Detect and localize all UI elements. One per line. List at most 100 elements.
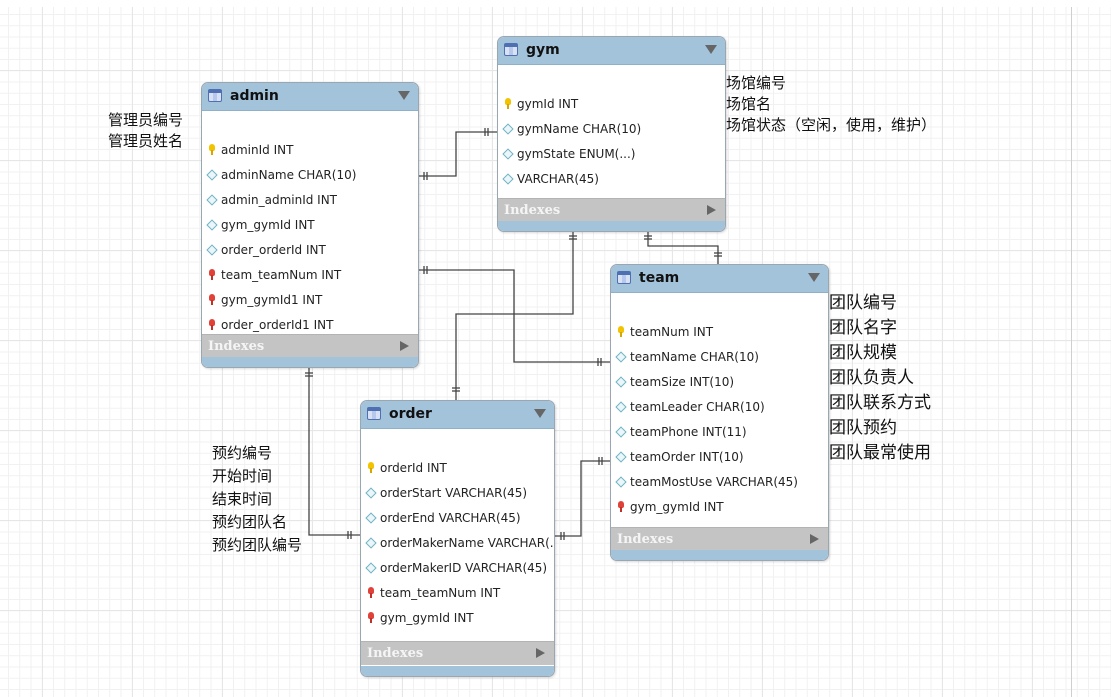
column-label: teamMostUse VARCHAR(45) [630,475,798,489]
attribute-diamond-icon [207,244,217,256]
column-row[interactable]: orderId INT [366,459,447,477]
expand-arrow-icon[interactable] [400,341,409,351]
attribute-diamond-icon [207,169,217,181]
column-label: teamSize INT(10) [630,375,735,389]
attribute-diamond-icon [503,173,513,185]
note-line: 场馆状态（空闲，使用，维护） [726,116,937,134]
column-row[interactable]: orderEnd VARCHAR(45) [366,509,521,527]
column-row[interactable]: team_teamNum INT [207,266,341,284]
column-row[interactable]: orderMakerID VARCHAR(45) [366,559,547,577]
column-label: teamName CHAR(10) [630,350,759,364]
relationship-admin-gym[interactable] [417,128,497,180]
note-admin: 管理员编号管理员姓名 [108,110,183,152]
indexes-section[interactable]: Indexes [361,641,554,665]
attribute-diamond-icon [366,512,376,524]
entity-header[interactable]: team [611,265,828,293]
expand-arrow-icon[interactable] [707,205,716,215]
indexes-label: Indexes [208,339,265,354]
entity-order[interactable]: order orderId INT orderStart VARCHAR(45) o… [360,400,555,677]
note-line: 团队最常使用 [829,443,931,463]
column-row[interactable]: orderMakerName VARCHAR(... [366,534,554,552]
note-line: 团队规模 [829,343,897,363]
column-row[interactable]: adminName CHAR(10) [207,166,356,184]
column-label: team_teamNum INT [380,586,501,600]
column-row[interactable]: gymName CHAR(10) [503,120,641,138]
collapse-arrow-icon[interactable] [398,91,410,100]
column-label: teamNum INT [630,325,714,339]
column-row[interactable]: order_orderId1 INT [207,316,333,334]
column-label: adminId INT [221,143,294,157]
expand-arrow-icon[interactable] [536,648,545,658]
note-line: 预约编号 [212,444,273,462]
entity-footer [202,357,418,367]
entity-header[interactable]: admin [202,83,418,111]
note-line: 场馆编号 [726,74,787,92]
relationship-admin-team[interactable] [417,266,610,366]
expand-arrow-icon[interactable] [810,534,819,544]
primary-key-icon [366,462,376,474]
attribute-diamond-icon [503,148,513,160]
entity-header[interactable]: order [361,401,554,429]
column-row[interactable]: teamName CHAR(10) [616,348,759,366]
entity-gym[interactable]: gym gymId INT gymName CHAR(10) gymState EN… [497,36,726,232]
attribute-diamond-icon [366,562,376,574]
attribute-diamond-icon [616,451,626,463]
column-row[interactable]: teamLeader CHAR(10) [616,398,765,416]
column-row[interactable]: teamOrder INT(10) [616,448,744,466]
column-row[interactable]: order_orderId INT [207,241,326,259]
entity-footer [498,221,725,231]
attribute-diamond-icon [207,194,217,206]
foreign-key-icon [207,269,217,281]
entity-team[interactable]: team teamNum INT teamName CHAR(10) teamSiz… [610,264,829,561]
entity-admin[interactable]: admin adminId INT adminName CHAR(10) admin… [201,82,419,368]
collapse-arrow-icon[interactable] [534,409,546,418]
column-row[interactable]: teamSize INT(10) [616,373,734,391]
column-row[interactable]: team_teamNum INT [366,584,500,602]
entity-title: team [639,270,680,286]
column-label: gym_gymId INT [380,611,474,625]
column-row[interactable]: gymId INT [503,95,578,113]
attribute-diamond-icon [616,426,626,438]
foreign-key-icon [366,587,376,599]
indexes-section[interactable]: Indexes [202,334,418,358]
attribute-diamond-icon [207,219,217,231]
column-row[interactable]: gym_gymId INT [366,609,474,627]
column-row[interactable]: VARCHAR(45) [503,170,599,188]
note-line: 管理员编号 [108,111,184,129]
entity-footer [611,550,828,560]
entity-title: admin [230,88,279,104]
foreign-key-icon [207,319,217,331]
note-line: 预约团队名 [212,513,288,531]
column-row[interactable]: orderStart VARCHAR(45) [366,484,527,502]
column-row[interactable]: teamMostUse VARCHAR(45) [616,473,798,491]
column-row[interactable]: teamPhone INT(11) [616,423,747,441]
column-row[interactable]: gymState ENUM(...) [503,145,636,163]
primary-key-icon [207,144,217,156]
collapse-arrow-icon[interactable] [705,45,717,54]
relationship-order-team[interactable] [553,457,610,540]
attribute-diamond-icon [503,123,513,135]
foreign-key-icon [616,501,626,513]
column-row[interactable]: teamNum INT [616,323,713,341]
indexes-section[interactable]: Indexes [498,198,725,222]
page-boundary [1071,7,1072,697]
column-label: order_orderId1 INT [221,318,334,332]
column-row[interactable]: gym_gymId1 INT [207,291,322,309]
relationship-gym-order[interactable] [452,230,577,400]
relationship-gym-team[interactable] [644,230,722,264]
indexes-section[interactable]: Indexes [611,527,828,551]
entity-header[interactable]: gym [498,37,725,65]
relationship-admin-order[interactable] [305,366,360,539]
attribute-diamond-icon [616,376,626,388]
entity-footer [361,666,554,676]
note-line: 预约团队编号 [212,536,303,554]
indexes-label: Indexes [504,203,561,218]
collapse-arrow-icon[interactable] [808,273,820,282]
column-label: orderId INT [380,461,447,475]
column-row[interactable]: gym_gymId INT [207,216,315,234]
column-row[interactable]: gym_gymId INT [616,498,724,516]
column-row[interactable]: adminId INT [207,141,293,159]
column-label: gymState ENUM(...) [517,147,636,161]
column-row[interactable]: admin_adminId INT [207,191,337,209]
attribute-diamond-icon [366,487,376,499]
